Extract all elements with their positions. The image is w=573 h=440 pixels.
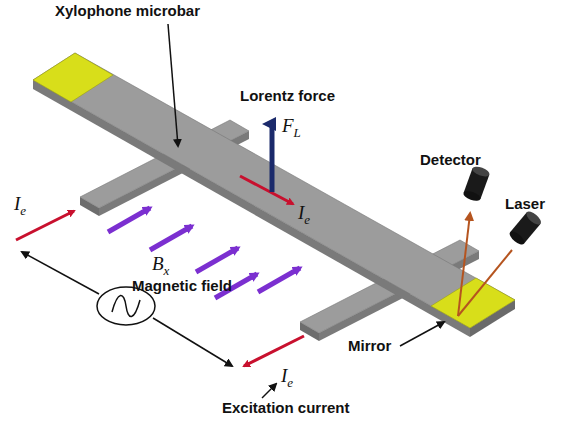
wire bbox=[153, 318, 232, 366]
part-name: Xylophone microbar bbox=[55, 3, 200, 20]
leader-line bbox=[400, 322, 444, 346]
detector bbox=[462, 165, 491, 203]
part-name: Detector bbox=[420, 152, 481, 169]
field-arrows bbox=[108, 208, 300, 298]
part-name: Mirror bbox=[348, 338, 391, 355]
mirror-pad bbox=[431, 278, 515, 328]
leader-line bbox=[262, 384, 276, 398]
laser-beam bbox=[458, 250, 512, 316]
signal-name: Excitation current bbox=[222, 400, 350, 417]
contact-pad bbox=[33, 53, 113, 102]
force-name: Lorentz force bbox=[240, 88, 335, 105]
field-symbol: Bx bbox=[152, 254, 169, 278]
ac-symbol bbox=[112, 295, 140, 316]
force-arrow bbox=[270, 124, 275, 192]
reflected-beam bbox=[458, 214, 470, 316]
current-arrow bbox=[240, 176, 293, 204]
current-symbol: Ie bbox=[14, 194, 26, 218]
laser bbox=[508, 209, 544, 247]
current-arrow bbox=[244, 336, 304, 366]
force-symbol: FL bbox=[282, 116, 301, 140]
wire bbox=[22, 252, 99, 294]
part-name: Laser bbox=[505, 196, 545, 213]
current-symbol: Ie bbox=[298, 203, 310, 227]
leader-line bbox=[168, 24, 178, 146]
microbar bbox=[33, 53, 515, 337]
current-symbol: Ie bbox=[281, 366, 293, 390]
field-name: Magnetic field bbox=[132, 278, 232, 295]
